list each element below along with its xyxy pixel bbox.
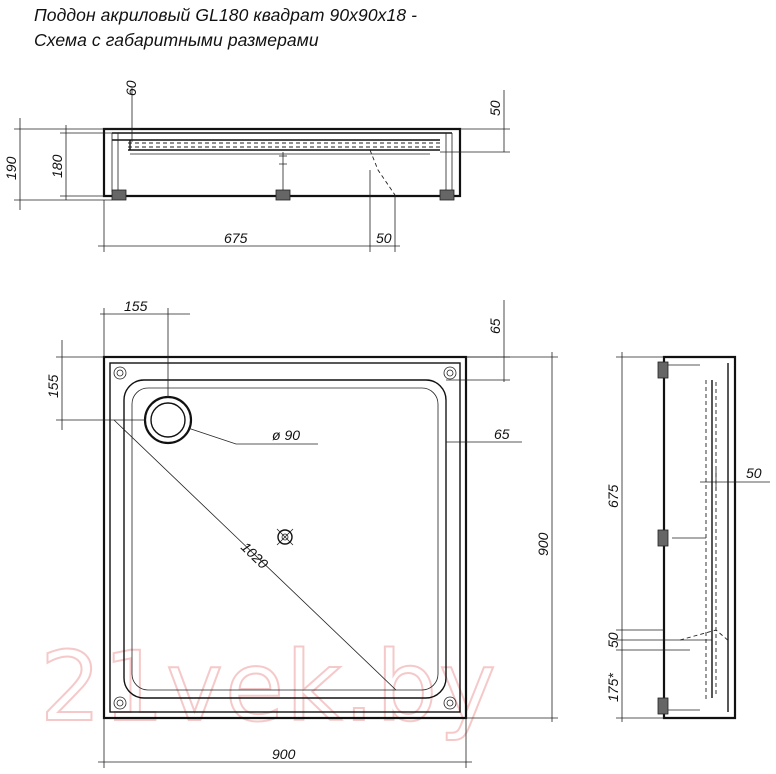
side-view: 60 50 190 180 675 50 (3, 80, 510, 252)
side-view-outline (102, 127, 462, 198)
dim-180: 180 (49, 154, 65, 178)
right-view-foot-bottom (657, 697, 669, 715)
dim-675-lines (98, 170, 400, 252)
right-view: 675 50 50 175* (605, 352, 770, 722)
watermark: 21vek.by (40, 631, 498, 743)
side-view-rim (112, 132, 452, 151)
dim-diagonal: 1020 (238, 539, 272, 572)
dim-50-bottom: 50 (376, 230, 392, 246)
dim-190: 190 (3, 156, 19, 180)
dim-right-lines (616, 352, 712, 722)
dim-right-50-low: 50 (605, 632, 621, 648)
diagram-title-line-1: Поддон акриловый GL180 квадрат 90x90x18 … (34, 5, 418, 25)
drain-inner (150, 402, 186, 438)
right-view-foot-top (657, 361, 669, 379)
dim-right-175: 175* (605, 673, 621, 702)
side-view-foot-middle (275, 189, 291, 201)
dim-155-left-lines (56, 340, 146, 430)
right-view-foot-middle (657, 529, 669, 547)
dim-right-50-low-lines (616, 629, 690, 651)
dim-190-lines (14, 118, 112, 210)
dim-155-top-lines (100, 308, 190, 397)
dim-65-right-lines (445, 400, 522, 450)
side-view-hidden-lines (128, 142, 440, 196)
right-view-legs (664, 364, 706, 711)
center-support (276, 528, 294, 546)
side-view-leg (279, 152, 287, 190)
dim-675: 675 (224, 230, 248, 246)
dim-right-675: 675 (605, 484, 621, 508)
drain-leader (187, 427, 318, 445)
dim-155-top: 155 (124, 298, 148, 314)
dim-right-50-mid: 50 (746, 465, 762, 481)
plan-corner-feet (113, 366, 457, 710)
plan-basin-outer (123, 379, 447, 699)
dim-60: 60 (123, 80, 139, 96)
dim-65-top: 65 (487, 318, 503, 334)
dim-50-top: 50 (487, 100, 503, 116)
drain-outer (143, 395, 193, 445)
right-view-outline (662, 355, 737, 720)
dim-155-left: 155 (45, 374, 61, 398)
right-view-hidden (679, 380, 731, 700)
plan-outer-edge (102, 355, 468, 720)
dim-drain: ø 90 (272, 427, 300, 443)
side-view-inner (111, 133, 453, 192)
dim-180-lines (60, 125, 112, 200)
dim-65-right: 65 (494, 426, 510, 442)
dim-right-50-mid-lines (700, 470, 770, 490)
diagonal-line (113, 419, 397, 691)
side-view-foot-left (111, 189, 127, 201)
dim-50-top-lines (440, 90, 510, 153)
dim-65-top-lines (446, 300, 510, 382)
diagram-title-line-2: Схема с габаритными размерами (34, 30, 319, 50)
plan-rim (109, 362, 461, 713)
dim-900-height-lines (466, 352, 558, 722)
dim-900-height: 900 (535, 532, 551, 556)
right-view-rim (711, 363, 729, 712)
plan-basin-inner (131, 387, 439, 691)
dim-60-lines (104, 88, 140, 142)
dim-900-width: 900 (272, 746, 296, 762)
dim-900-width-lines (98, 718, 472, 768)
side-view-foot-right (439, 189, 455, 201)
